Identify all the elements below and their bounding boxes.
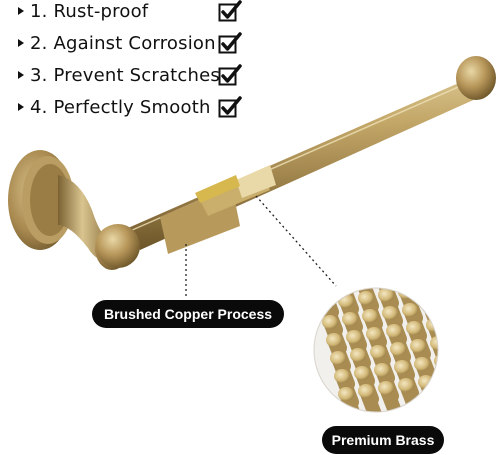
brass-rod-end (406, 321, 422, 335)
brass-rod-end (386, 324, 402, 338)
feature-item-against-corrosion: 2. Against Corrosion (18, 29, 216, 57)
brass-rod-end (354, 273, 370, 287)
brass-rod-end (358, 384, 374, 398)
brass-rod-body (435, 354, 438, 394)
brass-rod-end (326, 333, 342, 347)
feature-item-rust-proof: 1. Rust-proof (18, 0, 148, 25)
brass-rod-end (366, 327, 382, 341)
brass-rod-body (419, 375, 438, 412)
brass-rod-end (334, 369, 350, 383)
brass-rod-end (314, 288, 330, 293)
brass-rods-closeup (313, 264, 456, 413)
feature-label: 4. Perfectly Smooth (30, 96, 211, 118)
brass-rod-end (330, 351, 346, 365)
brass-rod-end (334, 288, 350, 290)
triangle-right-icon (18, 7, 24, 15)
brass-rod-end (358, 291, 374, 305)
brass-rod-end (374, 363, 390, 377)
brass-rod-end (394, 267, 410, 281)
rod-cutaway (160, 165, 276, 254)
brass-rod-end (390, 342, 406, 356)
brass-rod-end (374, 270, 390, 284)
brass-rod-end (382, 306, 398, 320)
wall-mount-plate (8, 150, 140, 270)
callout-premium-brass: Premium Brass (322, 426, 444, 454)
feature-item-perfectly-smooth: 4. Perfectly Smooth (18, 93, 211, 121)
brass-rod-end (394, 360, 410, 374)
brass-rod-end (426, 318, 438, 332)
feature-label: 3. Prevent Scratches (30, 64, 220, 86)
brass-rod-end (398, 378, 414, 392)
triangle-right-icon (18, 39, 24, 47)
brass-rod-body (446, 379, 456, 405)
feature-item-prevent-scratches: 3. Prevent Scratches (18, 61, 220, 89)
brass-rod-end (342, 312, 358, 326)
brass-rod-end (414, 357, 430, 371)
brass-rod-body (419, 288, 438, 322)
brass-rod-end (398, 288, 414, 299)
leader-line-brass (255, 195, 337, 287)
feature-label: 1. Rust-proof (30, 0, 149, 22)
feature-label: 2. Against Corrosion (30, 32, 216, 54)
brass-rod-end (414, 264, 430, 278)
checkbox-check-icon (218, 96, 242, 118)
brass-rod-end (322, 315, 338, 329)
brass-rod-end (378, 288, 394, 302)
brass-rod-end (354, 366, 370, 380)
brass-rod-end (350, 348, 366, 362)
checkbox-check-icon (218, 32, 242, 54)
brass-rod-end (318, 297, 334, 311)
brass-rod-end (402, 303, 418, 317)
brass-rod-end (430, 336, 438, 350)
brass-rod-end (418, 288, 434, 296)
brass-rod-end (370, 345, 386, 359)
brass-rod-end (346, 330, 362, 344)
rod-end-cap (456, 56, 496, 100)
brass-rod-end (438, 372, 454, 386)
brass-rod-end (410, 339, 426, 353)
brass-rod-end (378, 381, 394, 395)
brass-rod-end (338, 387, 354, 401)
brass-rod-body (415, 288, 438, 304)
brass-rod-end (362, 309, 378, 323)
triangle-right-icon (18, 103, 24, 111)
brass-rod-body (431, 336, 438, 376)
triangle-right-icon (18, 71, 24, 79)
callout-brushed-copper-process: Brushed Copper Process (92, 300, 284, 328)
checkbox-check-icon (218, 0, 242, 22)
checkbox-check-icon (218, 64, 242, 86)
